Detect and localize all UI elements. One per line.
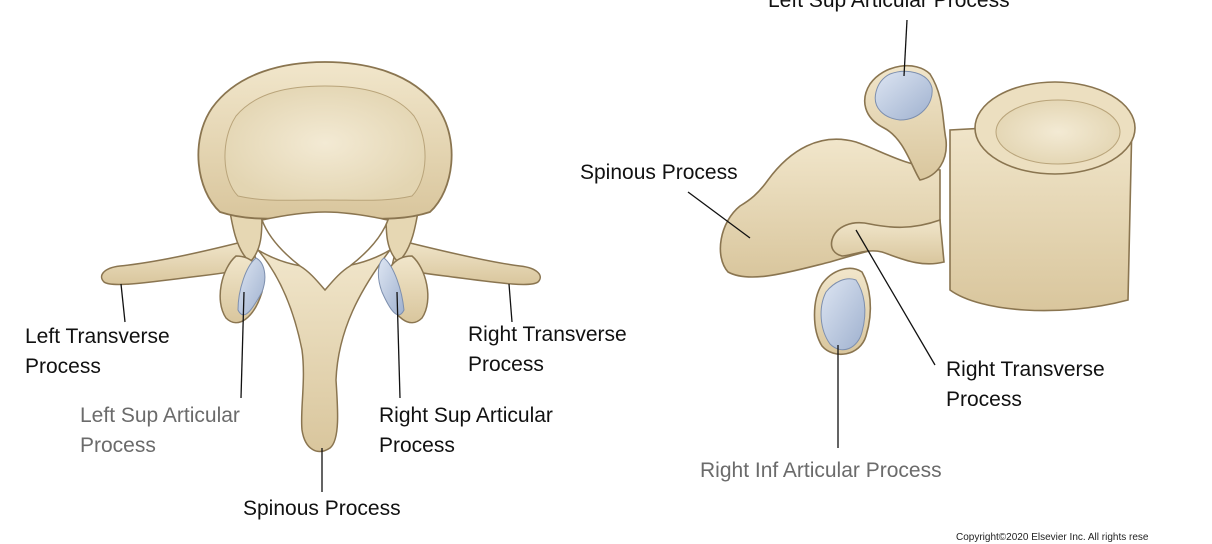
label-right-transverse-process: Right Transverse Process [468, 320, 627, 380]
vertebral-body-spongy [224, 85, 426, 201]
label-left-transverse-process: Left Transverse Process [25, 322, 170, 382]
label-left-sup-articular-process: Left Sup Articular Process [80, 401, 240, 461]
label-line: Right Transverse [468, 323, 627, 346]
leader-lat-right-transverse [855, 229, 936, 366]
copyright-notice: Copyright©2020 Elsevier Inc. All rights … [956, 532, 1149, 543]
lateral-body-top-spongy [995, 99, 1121, 165]
label-line: Process [946, 388, 1022, 411]
lateral-view-vertebra [719, 65, 1136, 355]
label-line: Process [468, 353, 544, 376]
label-spinous-process: Spinous Process [243, 497, 401, 520]
label-line: Process [80, 434, 156, 457]
lateral-sup-articular-facet [874, 70, 933, 121]
leader-lat-spinous [687, 191, 751, 239]
label-lat-spinous-process: Spinous Process [580, 161, 738, 184]
label-line: Process [379, 434, 455, 457]
label-line: Right Sup Articular [379, 404, 553, 427]
leader-lines [120, 19, 936, 492]
superior-view-vertebra [100, 61, 541, 453]
left-sup-articular-facet [237, 257, 266, 316]
lateral-transverse-shape [830, 218, 945, 265]
label-line: Process [25, 355, 101, 378]
leader-right-transverse [508, 283, 513, 323]
label-lat-left-sup-articular-process: Left Sup Articular Process [768, 0, 1010, 12]
vertebral-foramen-shape [260, 211, 390, 292]
label-line: Left Transverse [25, 325, 170, 348]
label-line: Right Transverse [946, 358, 1105, 381]
leader-left-sup-articular [240, 291, 245, 399]
label-lat-right-transverse-process: Right Transverse Process [946, 355, 1105, 415]
left-transverse-process-shape [100, 239, 259, 286]
leader-right-sup-articular [396, 291, 401, 399]
label-right-sup-articular-process: Right Sup Articular Process [379, 401, 553, 461]
label-lat-right-inf-articular-process: Right Inf Articular Process [700, 459, 942, 482]
label-line: Left Sup Articular [80, 404, 240, 427]
right-transverse-process-shape [391, 239, 541, 286]
lateral-inf-articular-facet [820, 278, 866, 351]
leader-lat-left-sup-articular [903, 19, 908, 77]
leader-left-transverse [120, 283, 126, 323]
